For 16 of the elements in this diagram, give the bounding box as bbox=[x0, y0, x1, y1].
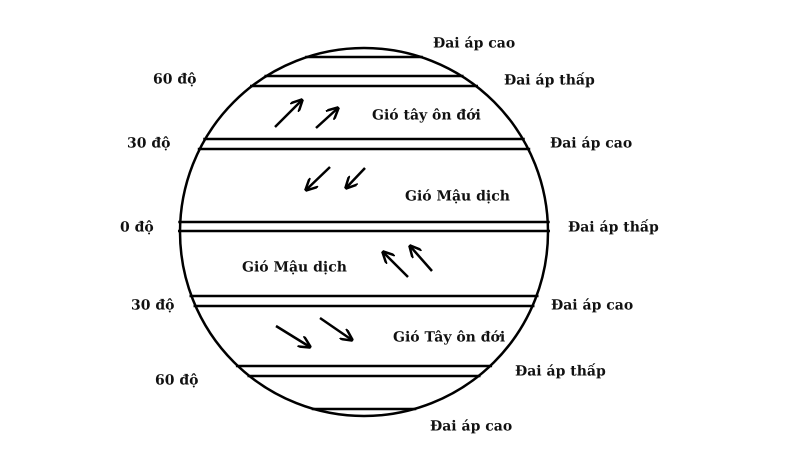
pressure-belt-label: Đai áp cao bbox=[550, 136, 632, 152]
pressure-belt-label: Đai áp thấp bbox=[504, 72, 595, 90]
pressure-belt-label: Đai áp cao bbox=[433, 36, 516, 52]
pressure-belt-label: Đai áp thấp bbox=[568, 220, 659, 236]
pressure-belt-label: Đai áp thấp bbox=[515, 364, 606, 380]
latitude-label: 30 độ bbox=[131, 298, 174, 314]
wind-label: Gió Tây ôn đới bbox=[393, 330, 506, 346]
wind-label: Gió Mậu dịch bbox=[242, 260, 347, 276]
wind-label: Gió Mậu dịch bbox=[405, 188, 510, 206]
wind-label: Gió tây ôn đới bbox=[372, 108, 481, 124]
latitude-label: 60 độ bbox=[155, 372, 198, 390]
latitude-label: 0 độ bbox=[120, 220, 154, 236]
latitude-label: 60 độ bbox=[153, 72, 196, 88]
pressure-belt-label: Đai áp cao bbox=[551, 298, 634, 314]
pressure-belt-label: Đai áp cao bbox=[430, 418, 512, 436]
latitude-label: 30 độ bbox=[127, 136, 170, 152]
